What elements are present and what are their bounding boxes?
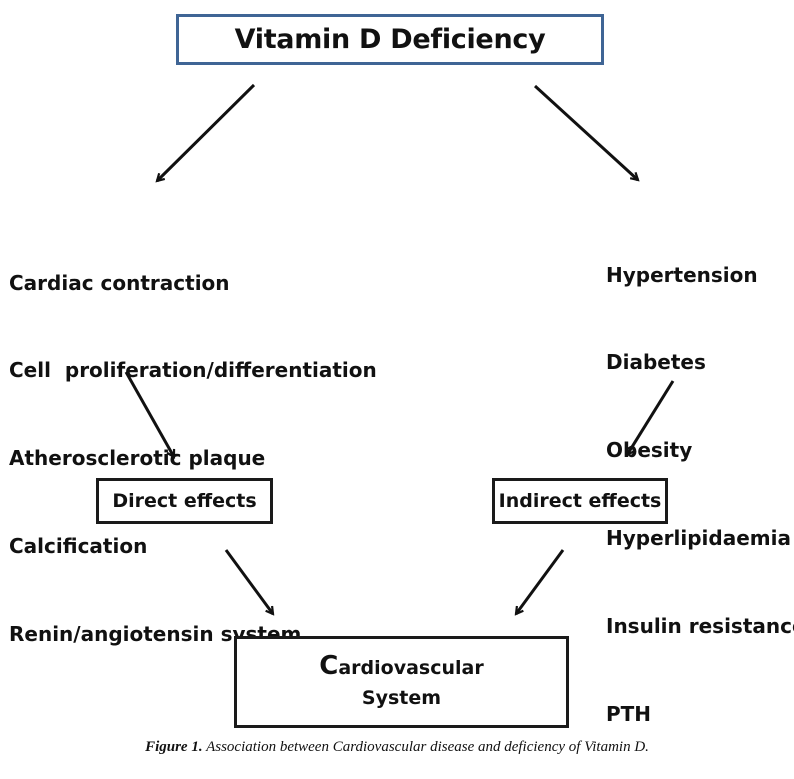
figure-caption: Figure 1. Association between Cardiovasc… <box>0 739 794 756</box>
indirect-effects-label: Indirect effects <box>498 490 662 512</box>
list-item: Cell proliferation/differentiation <box>9 358 377 383</box>
direct-effects-label: Direct effects <box>112 490 257 512</box>
list-item: Cardiac contraction <box>9 270 230 295</box>
arrow-direct-to-cv <box>224 549 273 614</box>
indirect-factors-list: Hypertension Diabetes Obesity Hyperlipid… <box>606 202 794 759</box>
direct-factors-list: Cardiac contraction Cell proliferation/d… <box>9 210 377 679</box>
cardiovascular-initial: C <box>319 651 339 681</box>
list-item: Hypertension <box>606 262 758 287</box>
figure-caption-text: Association between Cardiovascular disea… <box>202 739 649 755</box>
list-item: Hyperlipidaemia <box>606 526 791 551</box>
list-item: PTH <box>606 702 652 727</box>
arrow-right-list-to-indirect <box>625 380 675 455</box>
figure-label: Figure 1. <box>145 739 203 755</box>
arrow-top-to-right <box>533 84 638 180</box>
cardiovascular-label: Cardiovascular <box>319 651 483 683</box>
vitamin-d-deficiency-node: Vitamin D Deficiency <box>176 14 604 65</box>
list-item: Obesity <box>606 438 693 463</box>
list-item: Insulin resistance <box>606 614 794 639</box>
indirect-effects-node: Indirect effects <box>492 478 668 524</box>
direct-effects-node: Direct effects <box>96 478 273 524</box>
list-item: Diabetes <box>606 350 706 375</box>
list-item: Atherosclerotic plaque <box>9 446 266 471</box>
arrow-top-to-left <box>157 83 256 181</box>
list-item: Calcification <box>9 534 148 559</box>
system-label: System <box>361 687 442 709</box>
vitamin-d-deficiency-label: Vitamin D Deficiency <box>234 24 546 55</box>
arrow-indirect-to-cv <box>516 549 565 614</box>
cardiovascular-rest: ardiovascular <box>338 657 484 679</box>
arrow-left-list-to-direct <box>124 371 176 457</box>
cardiovascular-system-node: Cardiovascular System <box>234 636 569 728</box>
